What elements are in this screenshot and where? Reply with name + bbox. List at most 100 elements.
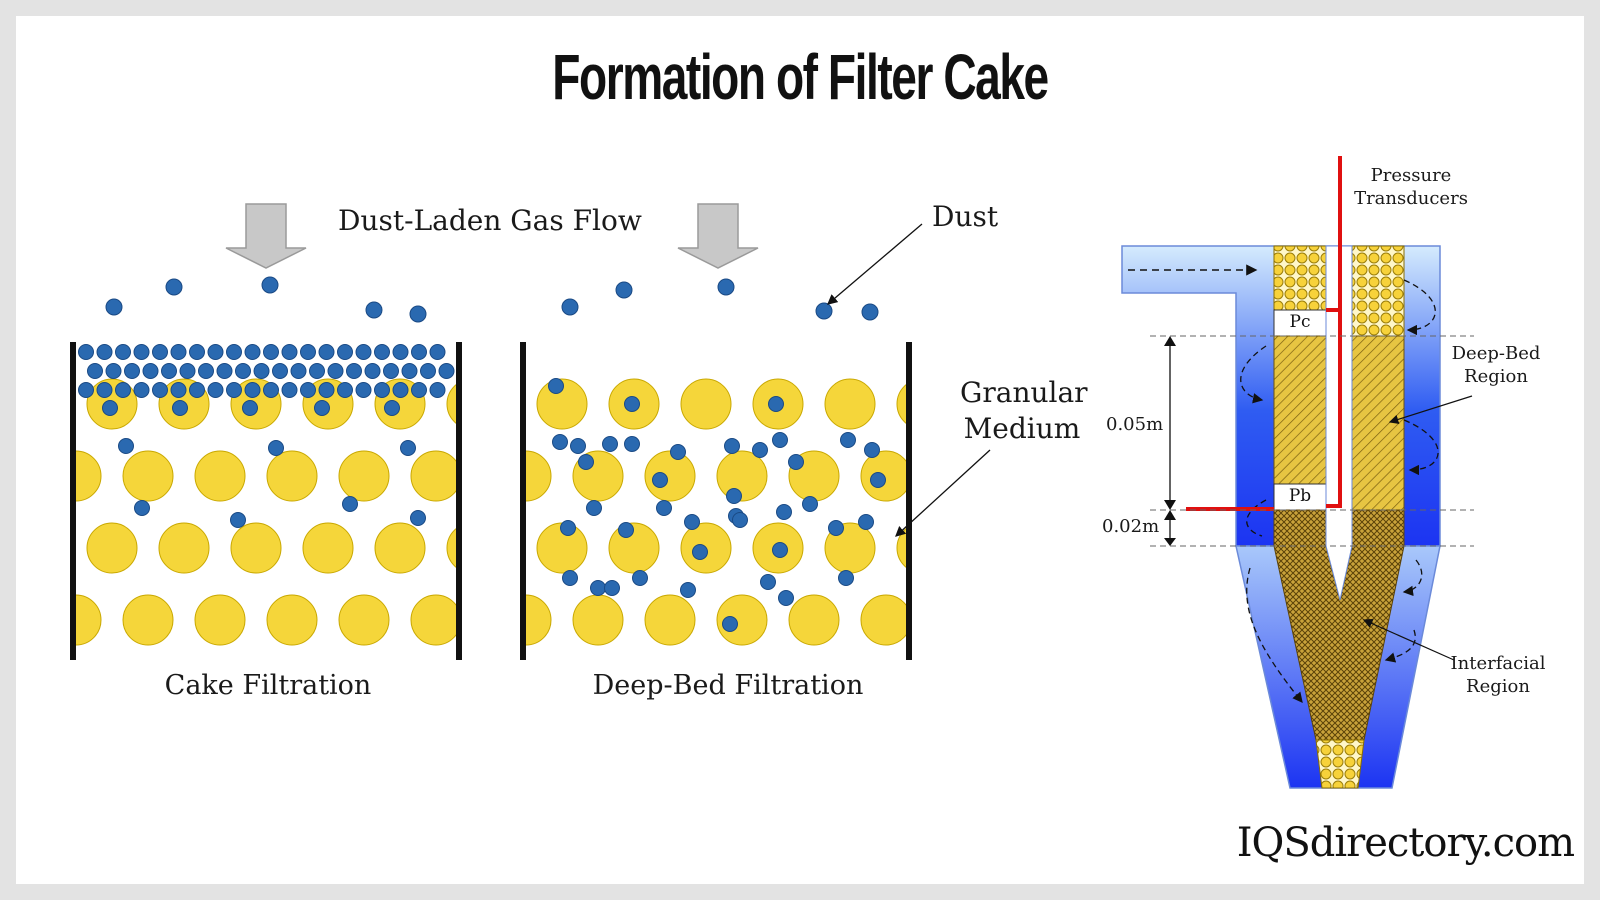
dust-particle xyxy=(327,363,344,379)
circulation-arrows xyxy=(1240,279,1439,704)
dust-particle xyxy=(632,570,648,586)
dust-particle xyxy=(602,436,618,452)
granule xyxy=(572,594,624,646)
dust-particle xyxy=(624,436,640,452)
dust-particle xyxy=(281,382,298,398)
packed-top-left xyxy=(1273,245,1327,311)
dust-particle xyxy=(165,278,183,296)
dust-particle xyxy=(244,344,261,360)
dust-particle xyxy=(411,382,427,398)
deep-bed-hatch-left xyxy=(1273,335,1327,485)
dust-particle xyxy=(410,510,426,526)
dimension-upper-label: 0.05m xyxy=(1106,414,1164,435)
dust-label: Dust xyxy=(932,200,999,233)
dust-particle xyxy=(560,520,576,536)
dust-particle xyxy=(318,344,335,360)
dust-particle xyxy=(300,382,316,398)
deep-right-wall xyxy=(906,342,912,660)
page-title: Formation of Filter Cake xyxy=(552,41,1049,113)
granule xyxy=(860,450,906,502)
dust-particle xyxy=(244,382,261,398)
granule xyxy=(76,594,102,646)
dust-particle xyxy=(618,522,634,538)
granular-medium-pointer xyxy=(895,449,991,537)
granule xyxy=(860,594,906,646)
dust-particle xyxy=(78,382,94,398)
brand-watermark: IQSdirectory.com xyxy=(1236,820,1575,866)
dust-particle xyxy=(268,440,284,456)
granule xyxy=(194,594,246,646)
dust-particle xyxy=(392,344,409,360)
deep-bed-region-pointer xyxy=(1388,395,1473,425)
dust-particle xyxy=(552,434,568,450)
granule xyxy=(338,450,390,502)
granule xyxy=(15,379,65,429)
dust-particle xyxy=(815,302,833,320)
pressure-transducers-label-line1: Pressure xyxy=(1370,165,1452,186)
dust-particle xyxy=(364,363,381,379)
granular-medium-label-line2: Medium xyxy=(963,412,1081,445)
granule xyxy=(788,594,840,646)
dust-particle xyxy=(172,400,188,416)
dust-particle xyxy=(355,344,372,360)
cake-left-wall xyxy=(70,342,76,660)
packed-bottom xyxy=(1315,739,1365,789)
dust-particle xyxy=(752,442,768,458)
granule xyxy=(465,379,515,429)
cake-granules xyxy=(15,378,456,646)
dust-particle xyxy=(802,496,818,512)
dust-particle xyxy=(346,363,362,379)
granule xyxy=(302,522,354,574)
dust-particle xyxy=(170,382,187,398)
dust-particle xyxy=(263,344,279,360)
deep-bed-dust-particles xyxy=(548,378,886,632)
granule xyxy=(465,523,515,573)
deep-bed-granules xyxy=(465,378,906,646)
dust-particle xyxy=(656,500,672,516)
dust-particle xyxy=(96,344,113,360)
pressure-transducers-label-line2: Transducers xyxy=(1354,188,1468,209)
dust-particle xyxy=(272,363,288,379)
granule xyxy=(122,594,174,646)
dust-particle xyxy=(624,396,640,412)
dust-particle xyxy=(429,382,446,398)
dust-particle xyxy=(124,363,140,379)
granule xyxy=(15,523,65,573)
dust-particle xyxy=(788,454,804,470)
deep-bed-region-label-line2: Region xyxy=(1464,366,1528,387)
dust-particle xyxy=(235,363,251,379)
dust-particle xyxy=(864,442,880,458)
pc-label: Pc xyxy=(1289,312,1311,332)
dust-particle xyxy=(615,281,633,299)
granule xyxy=(896,528,906,568)
column-diagram xyxy=(1121,156,1474,789)
granule xyxy=(680,378,732,430)
dust-particle xyxy=(374,382,390,398)
dust-particle xyxy=(680,582,696,598)
dust-particle xyxy=(684,514,700,530)
dust-particle xyxy=(253,363,270,379)
dust-particle xyxy=(226,344,242,360)
dust-particle xyxy=(411,344,427,360)
dust-particle xyxy=(115,382,131,398)
granule xyxy=(76,450,102,502)
dust-particle xyxy=(290,363,307,379)
deep-left-wall xyxy=(520,342,526,660)
dust-particle xyxy=(692,544,708,560)
dust-pointer xyxy=(827,223,923,305)
dust-particle xyxy=(87,363,103,379)
dust-particle xyxy=(578,454,594,470)
dust-particle xyxy=(570,438,586,454)
interfacial-region-pointer xyxy=(1362,619,1455,661)
dust-particle xyxy=(179,363,196,379)
dust-particle xyxy=(772,542,788,558)
granular-medium-label-line1: Granular xyxy=(960,376,1088,409)
granule xyxy=(526,450,552,502)
dust-particle xyxy=(858,514,874,530)
dust-particle xyxy=(189,344,205,360)
dust-particle xyxy=(429,344,446,360)
dust-particle xyxy=(96,382,113,398)
deep-bed-hatch-right xyxy=(1351,335,1405,511)
pressure-line-vertical xyxy=(1326,310,1342,508)
dust-particle xyxy=(778,590,794,606)
